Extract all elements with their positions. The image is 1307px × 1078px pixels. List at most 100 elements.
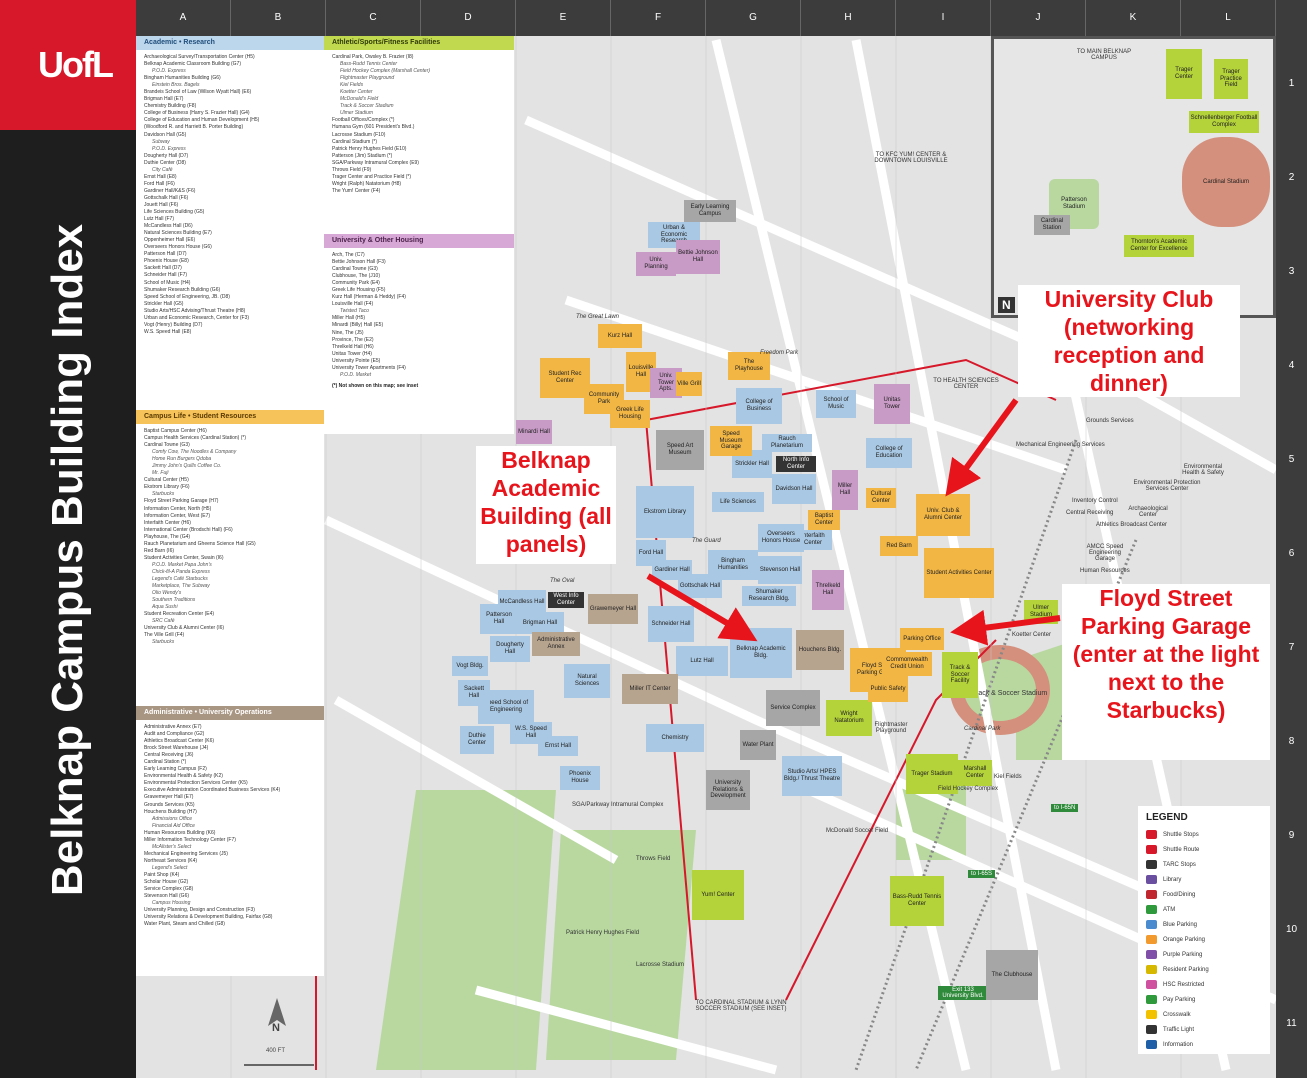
index-entry: Bingham Humanities Building (G6) [144, 75, 221, 82]
building[interactable]: Trager Practice Field [1214, 59, 1248, 99]
building[interactable]: Student Rec Center [540, 358, 590, 398]
building[interactable]: Houchens Bldg. [796, 630, 844, 670]
building[interactable]: Student Activities Center [924, 548, 994, 598]
building[interactable]: Grawemeyer Hall [588, 594, 638, 624]
building[interactable]: The Playhouse [728, 352, 770, 380]
index-entry: Nine, The (J5) [332, 329, 364, 336]
building[interactable]: Overseers Honors House [758, 524, 804, 552]
building[interactable]: Phoenix House [560, 766, 600, 790]
building[interactable]: Dougherty Hall [490, 636, 530, 662]
building[interactable]: Patterson Hall [480, 604, 518, 634]
building[interactable]: Sackett Hall [458, 680, 490, 706]
row-label: 3 [1288, 266, 1295, 277]
building[interactable]: Ulmer Stadium [1024, 600, 1058, 624]
building[interactable]: Trager Center [1166, 49, 1202, 99]
legend-label: Pay Parking [1163, 996, 1196, 1003]
building[interactable]: College of Business [736, 388, 782, 424]
building[interactable]: School of Music [816, 390, 856, 418]
building[interactable]: Urban & Economic Research [648, 222, 700, 248]
building[interactable]: Life Sciences [712, 492, 764, 512]
row-label: 1 [1288, 78, 1295, 89]
building[interactable]: Administrative Annex [532, 632, 580, 656]
building[interactable]: Bass-Rudd Tennis Center [890, 876, 944, 926]
legend-label: TARC Stops [1163, 861, 1196, 868]
blue-parking-icon [1146, 920, 1157, 929]
building[interactable]: Red Barn [880, 536, 918, 556]
info-center-west[interactable]: West Info Center [548, 592, 584, 608]
building[interactable]: Strickler Hall [732, 450, 772, 478]
info-center-north[interactable]: North Info Center [776, 456, 816, 472]
building-univ-club[interactable]: Univ. Club & Alumni Center [916, 494, 970, 536]
building[interactable]: University Relations & Development [706, 770, 750, 810]
building[interactable]: Natural Sciences [564, 664, 610, 698]
building[interactable]: Bettie Johnson Hall [676, 240, 720, 274]
building[interactable]: College of Education [866, 438, 912, 468]
index-entry: Davidson Hall (G5) [144, 131, 187, 138]
building[interactable]: Chemistry [646, 724, 704, 752]
building[interactable]: Marshall Center [958, 760, 992, 786]
map-label: Kiel Fields [994, 774, 1022, 780]
building[interactable]: Vogt Bldg. [452, 656, 488, 676]
building[interactable]: Thornton's Academic Center for Excellenc… [1124, 235, 1194, 257]
index-entry: W.S. Speed Hall (E8) [144, 328, 192, 335]
building[interactable]: Parking Office [900, 628, 944, 650]
building[interactable]: Ford Hall [636, 540, 666, 566]
index-entry: Houchens Building (H7) [144, 808, 197, 815]
building[interactable]: Miller Hall [832, 470, 858, 510]
building[interactable]: Duthie Center [460, 726, 494, 754]
stadium-inset-map[interactable]: Trager Center Trager Practice Field Schn… [991, 36, 1276, 318]
index-entry: Lutz Hall (F7) [144, 216, 175, 223]
building[interactable]: Shumaker Research Bldg. [742, 586, 796, 606]
building[interactable]: Yum! Center [692, 870, 744, 920]
index-entry: Patrick Henry Hughes Field (E10) [332, 145, 407, 152]
building[interactable]: Lutz Hall [676, 646, 728, 676]
building[interactable]: Public Safety [868, 676, 908, 702]
building[interactable]: Unitas Tower [874, 384, 910, 424]
building-belknap[interactable]: Belknap Academic Bldg. [730, 628, 792, 678]
building[interactable]: Schnellenberger Football Complex [1189, 111, 1259, 133]
building[interactable]: Stevenson Hall [758, 556, 802, 584]
building[interactable]: Early Learning Campus [684, 200, 736, 222]
shuttle-route-icon [1146, 845, 1157, 854]
building[interactable]: Ville Grill [676, 372, 702, 396]
building[interactable]: Univ. Planning [636, 252, 676, 276]
building[interactable]: Water Plant [740, 730, 776, 760]
map-label: Lacrosse Stadium [636, 962, 685, 968]
building[interactable]: Wright Natatorium [826, 700, 872, 736]
building[interactable]: Speed Art Museum [656, 430, 704, 470]
building[interactable]: Greek Life Housing [610, 400, 650, 428]
index-entry: McDonald's Field [340, 96, 379, 103]
building[interactable]: Ernst Hall [538, 736, 578, 756]
map-label: Central Receiving [1066, 510, 1114, 516]
building[interactable]: The Clubhouse [986, 950, 1038, 1000]
building[interactable]: Kurz Hall [598, 324, 642, 348]
building[interactable]: Baptist Center [808, 510, 840, 530]
campus-map[interactable]: A B C D E F G H I J K L 1 2 3 4 5 6 7 8 … [136, 0, 1307, 1078]
index-entry: Central Receiving (J6) [144, 752, 194, 759]
building[interactable]: Studio Arts/ HPES Bldg./ Thrust Theatre [782, 756, 842, 796]
legend-item: Information [1138, 1037, 1270, 1052]
building[interactable]: Cardinal Station [1034, 215, 1070, 235]
building[interactable]: Track & Soccer Facility [942, 652, 978, 698]
building[interactable]: Cultural Center [866, 488, 896, 508]
scale-label: 400 FT [266, 1048, 286, 1054]
building[interactable]: Davidson Hall [772, 474, 816, 504]
index-entry: Southern Traditions [152, 597, 196, 604]
building[interactable]: Service Complex [766, 690, 820, 726]
building[interactable]: Threlkeld Hall [812, 570, 844, 610]
legend-label: Library [1163, 876, 1182, 883]
building[interactable]: Commonwealth Credit Union [882, 652, 932, 676]
north-arrow-inset: N [998, 297, 1015, 313]
building[interactable]: Schneider Hall [648, 606, 694, 642]
index-entry: Belknap Academic Classroom Building (G7) [144, 61, 241, 68]
building[interactable]: Miller IT Center [622, 674, 678, 704]
index-entry: Rauch Planetarium and Gheens Science Hal… [144, 540, 256, 547]
building[interactable]: Rauch Planetarium [762, 434, 812, 452]
campus-life-list: Baptist Campus Center (H6)Campus Health … [136, 424, 324, 650]
building[interactable]: Brigman Hall [516, 612, 564, 634]
building[interactable]: Minardi Hall [516, 420, 552, 444]
building[interactable]: Speed Museum Garage [710, 426, 752, 456]
building[interactable]: Trager Stadium [906, 754, 958, 794]
building[interactable]: Cardinal Stadium [1182, 137, 1270, 227]
building[interactable]: Ekstrom Library [636, 486, 694, 538]
